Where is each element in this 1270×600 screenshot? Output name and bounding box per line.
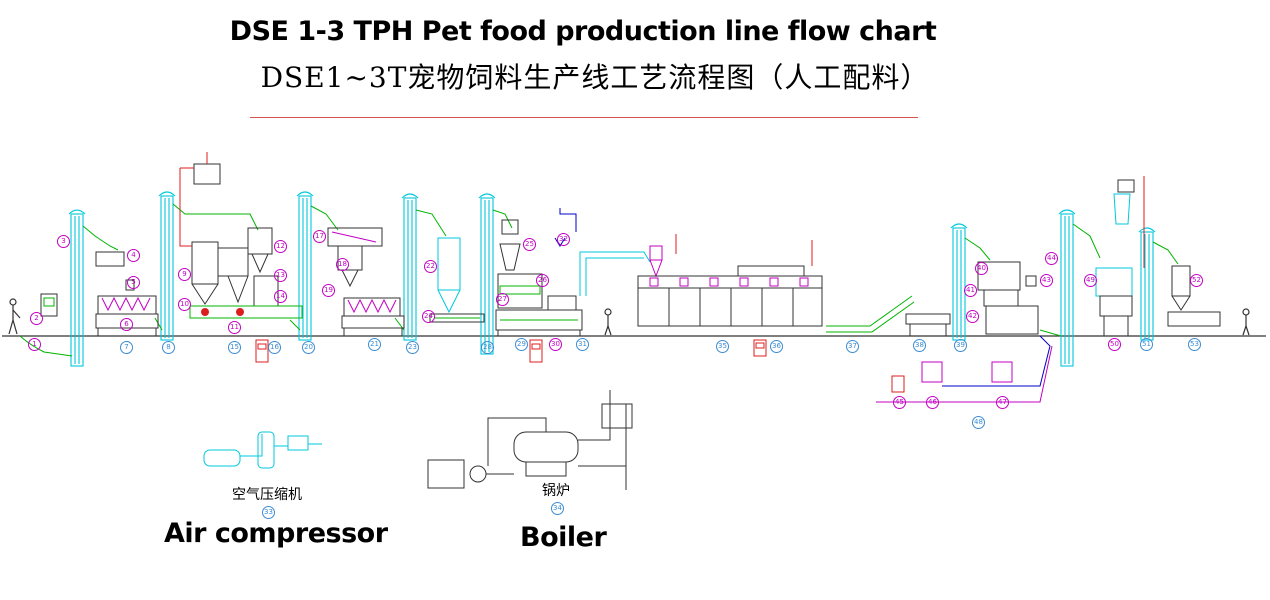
equipment-number-marker: 48 (972, 416, 985, 429)
equipment-number-marker: 39 (954, 339, 967, 352)
worker-icon (8, 298, 21, 335)
equipment-number-marker: 3 (57, 235, 70, 248)
cyclone-separator (1113, 176, 1145, 268)
equipment-number-marker: 9 (178, 268, 191, 281)
equipment-number-marker: 44 (1045, 252, 1058, 265)
equipment-number-marker: 26 (536, 274, 549, 287)
air-compressor-label-cn: 空气压缩机 (232, 487, 302, 503)
bucket-elevator-1 (68, 209, 86, 367)
equipment-number-marker: 42 (966, 310, 979, 323)
title-english: DSE 1-3 TPH Pet food production line flo… (229, 16, 937, 47)
bucket-elevator-2 (158, 191, 176, 341)
boiler-number: 34 (551, 502, 564, 515)
air-compressor-label-en: Air compressor (164, 518, 388, 549)
cooler (1095, 267, 1133, 336)
batch-mixer (95, 251, 159, 336)
equipment-number-marker: 11 (228, 321, 241, 334)
worker-icon (604, 308, 612, 336)
dryer-control-panel (753, 339, 767, 357)
worker-icon (1242, 308, 1250, 336)
boiler-label-en: Boiler (520, 522, 607, 553)
equipment-number-marker: 8 (162, 341, 175, 354)
equipment-number-marker: 35 (716, 340, 729, 353)
equipment-number-marker: 24 (422, 310, 435, 323)
equipment-number-marker: 31 (576, 338, 589, 351)
air-compressor-diagram (203, 431, 322, 469)
bucket-elevators (68, 191, 1156, 367)
equipment-number-marker: 12 (274, 240, 287, 253)
equipment-number-marker: 1 (28, 338, 41, 351)
equipment-number-marker: 10 (178, 298, 191, 311)
screw-conveyor-1 (429, 313, 485, 323)
bucket-elevator-7 (1058, 209, 1076, 367)
equipment-number-marker: 16 (268, 341, 281, 354)
bag-dumping-station (40, 293, 58, 317)
equipment-number-marker: 37 (846, 340, 859, 353)
storage-bin-1 (437, 237, 461, 314)
equipment-number-marker: 7 (120, 341, 133, 354)
equipment-number-marker: 5 (127, 276, 140, 289)
equipment-number-marker: 30 (549, 338, 562, 351)
bucket-elevator-3 (296, 191, 314, 341)
title-chinese: DSE1~3T宠物饲料生产线工艺流程图（人工配料） (260, 61, 930, 94)
equipment-number-marker: 21 (368, 338, 381, 351)
equipment-number-marker: 25 (523, 238, 536, 251)
mixer-2 (327, 227, 405, 336)
equipment-number-marker: 46 (926, 396, 939, 409)
conveying-pipes (19, 203, 1179, 357)
equipment-number-marker: 18 (336, 258, 349, 271)
equipment-number-marker: 13 (274, 269, 287, 282)
equipment-number-marker: 28 (481, 341, 494, 354)
equipment-number-marker: 14 (274, 290, 287, 303)
coating-machine (977, 261, 1039, 335)
equipment-number-marker: 15 (228, 341, 241, 354)
equipment-number-marker: 36 (770, 340, 783, 353)
equipment-number-marker: 47 (996, 396, 1009, 409)
boiler-label-cn: 锅炉 (542, 483, 570, 499)
equipment-number-marker: 40 (975, 262, 988, 275)
bucket-elevator-5 (478, 193, 496, 355)
equipment-number-marker: 50 (1108, 338, 1121, 351)
boiler-diagram (427, 390, 633, 490)
equipment-number-marker: 45 (893, 396, 906, 409)
equipment-number-marker: 52 (1190, 274, 1203, 287)
equipment-number-marker: 20 (302, 341, 315, 354)
equipment-number-marker: 53 (1188, 338, 1201, 351)
hammer-mill-system (179, 152, 303, 319)
title-underline (250, 117, 918, 118)
bucket-elevator-8 (1138, 227, 1156, 341)
equipment-number-marker: 27 (496, 293, 509, 306)
equipment-number-marker: 32 (557, 233, 570, 246)
dryer (637, 240, 823, 327)
equipment-number-marker: 43 (1040, 274, 1053, 287)
equipment-number-marker: 41 (964, 284, 977, 297)
equipment-number-marker: 2 (30, 312, 43, 325)
equipment-number-marker: 29 (515, 338, 528, 351)
equipment-number-marker: 51 (1140, 338, 1153, 351)
equipment-number-marker: 23 (406, 341, 419, 354)
cyclone-dryer-feed (649, 234, 677, 278)
inclined-conveyor (826, 295, 915, 333)
oil-control-panel (891, 375, 905, 393)
equipment-number-marker: 6 (120, 318, 133, 331)
equipment-number-marker: 22 (424, 260, 437, 273)
equipment-number-marker: 38 (913, 339, 926, 352)
bucket-elevator-6 (950, 223, 968, 341)
equipment-number-marker: 4 (127, 249, 140, 262)
equipment-number-marker: 49 (1084, 274, 1097, 287)
control-panel-1 (255, 339, 269, 363)
pneumatic-pipe (579, 251, 651, 296)
equipment-number-marker: 19 (322, 284, 335, 297)
air-compressor-number: 33 (262, 506, 275, 519)
vibrating-screen (905, 313, 951, 336)
extruder-control-panel (529, 339, 543, 363)
equipment-number-marker: 17 (313, 230, 326, 243)
bucket-elevator-4 (401, 193, 419, 341)
extruder (495, 208, 583, 336)
